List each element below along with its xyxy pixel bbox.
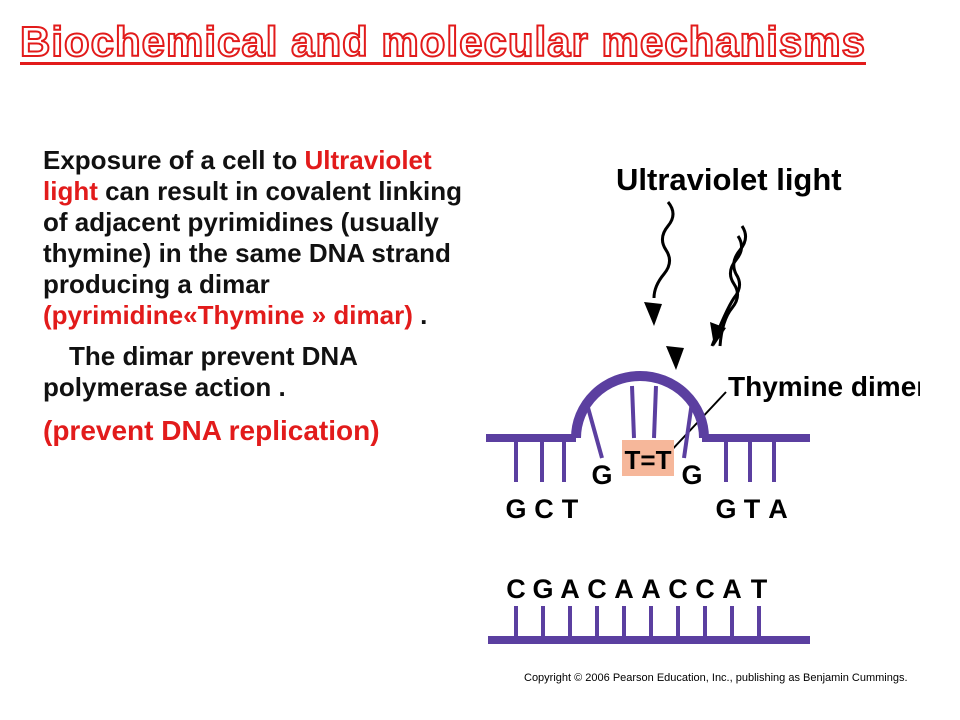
base-top-right-2: T xyxy=(744,494,761,524)
bottom-strand-bases: C G A C A A C C A T xyxy=(506,574,768,604)
base-loop-right: G xyxy=(681,460,702,490)
top-tick xyxy=(630,385,636,439)
top-strand-bases: G G G C T G T A xyxy=(505,460,787,524)
base-top-left-1: G xyxy=(505,494,526,524)
uv-ray-left xyxy=(652,201,675,299)
thymine-dimer-diagram: Ultraviolet light Thymine dimer xyxy=(486,162,927,684)
thymine-dimer-box-text: T=T xyxy=(625,445,672,475)
uv-ray-right xyxy=(710,225,747,347)
base-bottom-6: A xyxy=(641,574,661,604)
slide-title: Biochemical and molecular mechanisms xyxy=(19,17,866,66)
uv-ray-arrows xyxy=(652,201,747,347)
base-top-left-2: C xyxy=(534,494,554,524)
thymine-dimer-label: Thymine dimer xyxy=(728,371,920,402)
paragraph-prevent-replication: (prevent DNA replication) xyxy=(43,415,380,446)
base-top-right-1: G xyxy=(715,494,736,524)
text-exposure-end: . xyxy=(412,300,428,330)
body-text: Exposure of a cell to Ultraviolet light … xyxy=(43,145,473,446)
base-bottom-8: C xyxy=(695,574,715,604)
base-top-right-3: A xyxy=(768,494,788,524)
thymine-dimer-box xyxy=(622,440,674,476)
top-backbone-loop xyxy=(571,371,709,439)
base-bottom-7: C xyxy=(668,574,688,604)
base-bottom-5: A xyxy=(614,574,634,604)
base-bottom-9: A xyxy=(722,574,742,604)
bottom-strand xyxy=(488,606,810,644)
paragraph-exposure: Exposure of a cell to Ultraviolet light … xyxy=(43,145,473,331)
base-bottom-4: C xyxy=(587,574,607,604)
base-bottom-2: G xyxy=(532,574,553,604)
text-exposure-middle: can result in covalent linking of adjace… xyxy=(43,176,462,299)
base-loop-left: G xyxy=(591,460,612,490)
base-bottom-1: C xyxy=(506,574,526,604)
top-tick xyxy=(652,385,658,439)
bottom-strand-ticks xyxy=(514,606,761,640)
text-pyrimidine-thymine-dimar: (pyrimidine«Thymine » dimar) xyxy=(43,300,413,330)
copyright-notice: Copyright © 2006 Pearson Education, Inc.… xyxy=(524,672,908,684)
ultraviolet-light-label: Ultraviolet light xyxy=(616,162,842,197)
uv-ray-arrowheads xyxy=(644,302,726,370)
uv-ray-left-arrowhead xyxy=(644,302,662,326)
base-bottom-3: A xyxy=(560,574,580,604)
base-bottom-10: T xyxy=(751,574,768,604)
uv-ray-middle-arrowhead xyxy=(666,346,684,370)
text-ultraviolet-light: Ultraviolet light xyxy=(43,145,432,206)
uv-ray-middle xyxy=(718,235,743,347)
top-tick xyxy=(585,403,604,459)
top-strand-ticks xyxy=(514,385,776,482)
paragraph-dimar-prevent: The dimar prevent DNA polymerase action … xyxy=(43,341,357,402)
thymine-dimer-pointer xyxy=(667,391,727,455)
base-top-left-3: T xyxy=(562,494,579,524)
uv-ray-right-arrowhead xyxy=(710,322,726,346)
top-tick xyxy=(682,401,694,459)
thymine-dimer-figure: Ultraviolet light Thymine dimer xyxy=(480,140,927,700)
top-strand xyxy=(486,371,810,482)
text-exposure-start: Exposure of a cell to xyxy=(43,145,305,175)
